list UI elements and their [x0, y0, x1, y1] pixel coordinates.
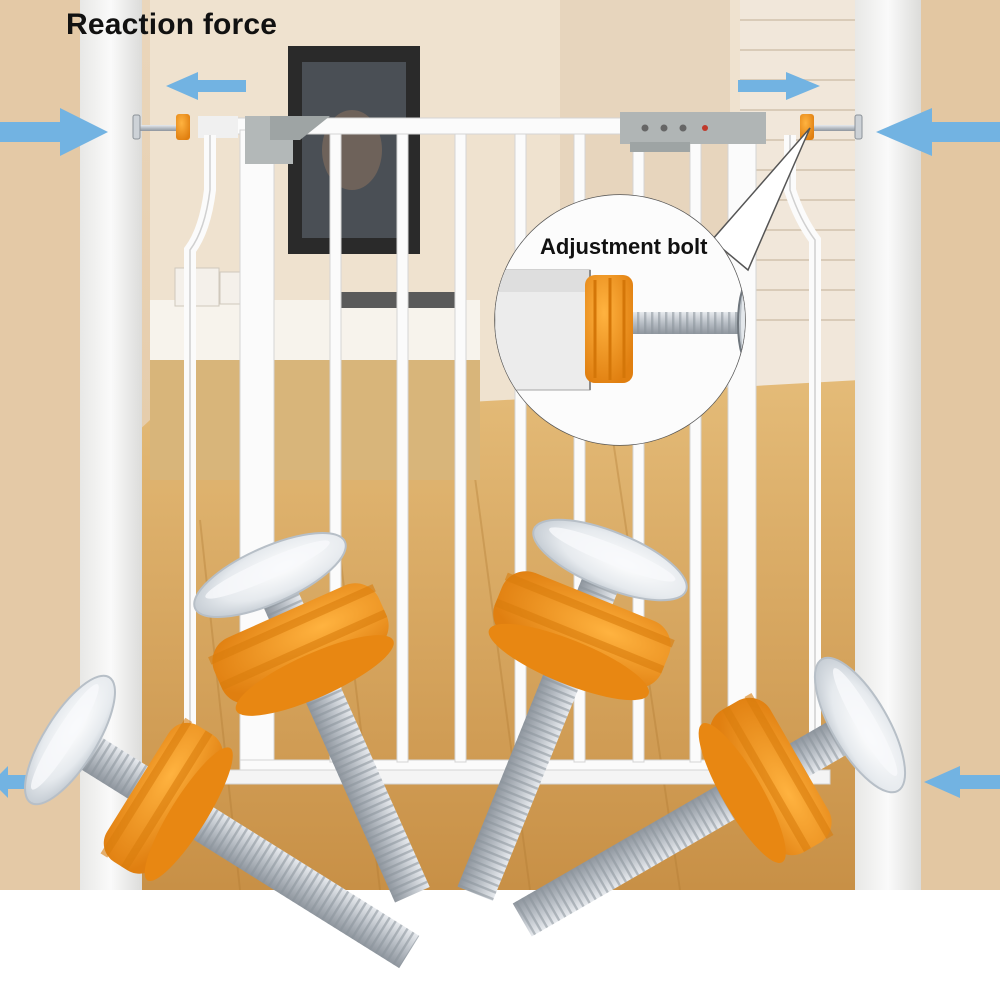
gate-latch-left — [245, 116, 330, 164]
orange-lock-nut — [100, 717, 233, 882]
arrow-right-icon — [738, 72, 820, 100]
arrow-left-icon — [876, 108, 1000, 156]
adjustment-bolt-label: Adjustment bolt — [540, 234, 708, 259]
right-wall — [921, 0, 1000, 890]
arrow-left-icon — [0, 766, 28, 798]
gate-latch-right — [620, 112, 766, 152]
tv-cabinet-base — [150, 360, 480, 480]
orange-lock-nut — [208, 583, 394, 716]
arrow-right-icon — [0, 108, 108, 156]
top-left-pressure-bolt — [132, 114, 190, 140]
arrow-left-icon — [166, 72, 246, 100]
tv-cabinet — [150, 300, 480, 360]
pressure-bolt-2 — [193, 531, 430, 903]
top-right-pressure-bolt — [800, 114, 863, 140]
orange-lock-nut — [698, 692, 834, 863]
reaction-force-label: Reaction force — [66, 8, 278, 41]
arrow-left-icon — [924, 766, 1000, 798]
callout-pressure-pad — [737, 276, 745, 370]
pressure-bolt-4 — [512, 656, 907, 937]
orange-lock-nut — [488, 571, 675, 701]
pressure-bolt-3 — [457, 518, 688, 901]
photo-frame — [174, 267, 220, 307]
adjustment-bolt-callout — [494, 127, 811, 446]
pressure-bolt-1 — [24, 674, 420, 969]
gate-bars — [329, 133, 702, 763]
bottom-white-area — [0, 890, 1000, 1000]
